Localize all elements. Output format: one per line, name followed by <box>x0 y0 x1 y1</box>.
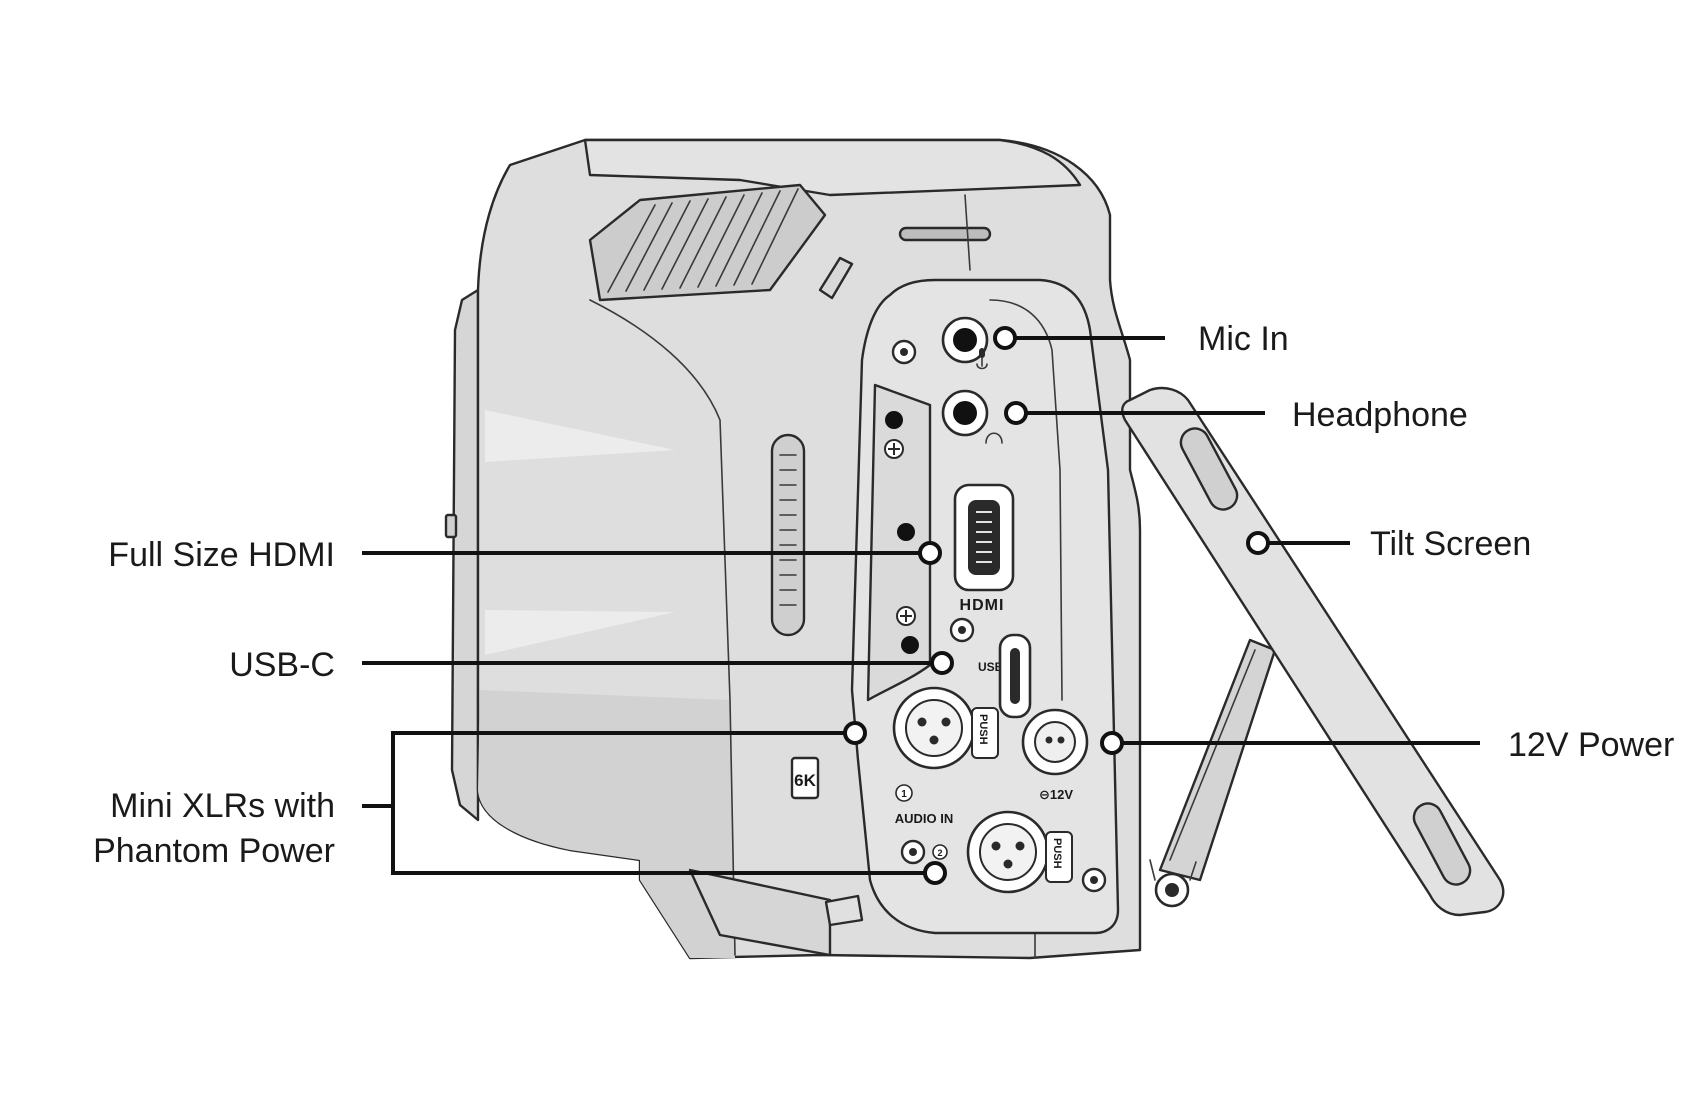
hdmi-marker <box>918 541 942 565</box>
callout-leaders <box>362 326 1480 885</box>
mic-in-marker <box>993 326 1017 350</box>
channel-1-label: 1 <box>901 789 907 800</box>
tilt-screen <box>1121 386 1505 917</box>
usb-marking: USB <box>978 660 1004 674</box>
top-seam <box>964 194 971 271</box>
panel-screw <box>949 617 975 643</box>
mic-jack <box>941 316 989 370</box>
camera-top-plate <box>583 138 1082 197</box>
label-mini-xlr-line1: Mini XLRs with <box>110 787 335 825</box>
label-mini-xlr-line2: Phantom Power <box>93 832 335 870</box>
door-cross-icon <box>884 439 904 459</box>
callout-labels: Mic In Headphone Tilt Screen Full Size H… <box>93 320 1674 870</box>
body-highlight-upper <box>485 410 675 462</box>
xlr-2-push-label: PUSH <box>1051 838 1063 869</box>
top-slot <box>898 226 992 242</box>
foot-notch <box>824 894 864 927</box>
port-door <box>866 383 932 702</box>
label-mic-in: Mic In <box>1198 320 1289 358</box>
top-notch <box>818 256 854 300</box>
xlr-1-push-label: PUSH <box>977 714 989 745</box>
audio-in-marking: AUDIO IN <box>895 811 954 826</box>
channel-2-label: 2 <box>937 848 942 858</box>
model-badge <box>790 756 820 800</box>
label-12v-power: 12V Power <box>1508 726 1674 764</box>
label-headphone: Headphone <box>1292 396 1468 434</box>
door-cross-icon <box>896 606 916 626</box>
panel-screw <box>891 339 917 365</box>
door-rivet <box>897 523 915 541</box>
grip-contour <box>589 299 736 956</box>
headphone-marker <box>1004 401 1028 425</box>
xlr-input-1: PUSH <box>892 686 999 770</box>
label-full-size-hdmi: Full Size HDMI <box>108 536 335 574</box>
label-usb-c: USB-C <box>229 646 335 684</box>
usb-c-marker <box>930 651 954 675</box>
headphone-jack <box>941 389 1003 444</box>
xlr-2-marker <box>923 861 947 885</box>
vent-grille <box>588 183 827 302</box>
panel-screw <box>900 839 926 865</box>
body-highlight-lower <box>485 610 675 655</box>
headphone-symbol-icon <box>985 432 1003 444</box>
front-mount-tab <box>444 513 458 539</box>
label-tilt-screen: Tilt Screen <box>1370 525 1531 563</box>
power-12v-port <box>1021 708 1089 776</box>
body-foot <box>688 868 832 957</box>
panel-inner-edge <box>989 299 1063 701</box>
xlr-input-2: PUSH <box>966 810 1073 894</box>
channel-2-badge: 2 <box>932 844 948 860</box>
panel-screw <box>1081 867 1107 893</box>
power-12v-marking: ⊖12V <box>1039 787 1073 802</box>
tilt-screen-marker <box>1246 531 1270 555</box>
channel-1-badge: 1 <box>895 784 913 802</box>
camera-illustration: 6K <box>444 138 1505 960</box>
door-rivet <box>885 411 903 429</box>
hdmi-port <box>953 483 1015 592</box>
door-rivet <box>901 636 919 654</box>
body-lower-shade <box>478 690 735 958</box>
usb-c-port <box>998 633 1032 719</box>
xlr-1-marker <box>843 721 867 745</box>
power-12v-marker <box>1100 731 1124 755</box>
model-badge-text: 6K <box>794 771 816 790</box>
hdmi-marking: HDMI <box>960 597 1005 614</box>
speaker-grille <box>770 433 806 637</box>
